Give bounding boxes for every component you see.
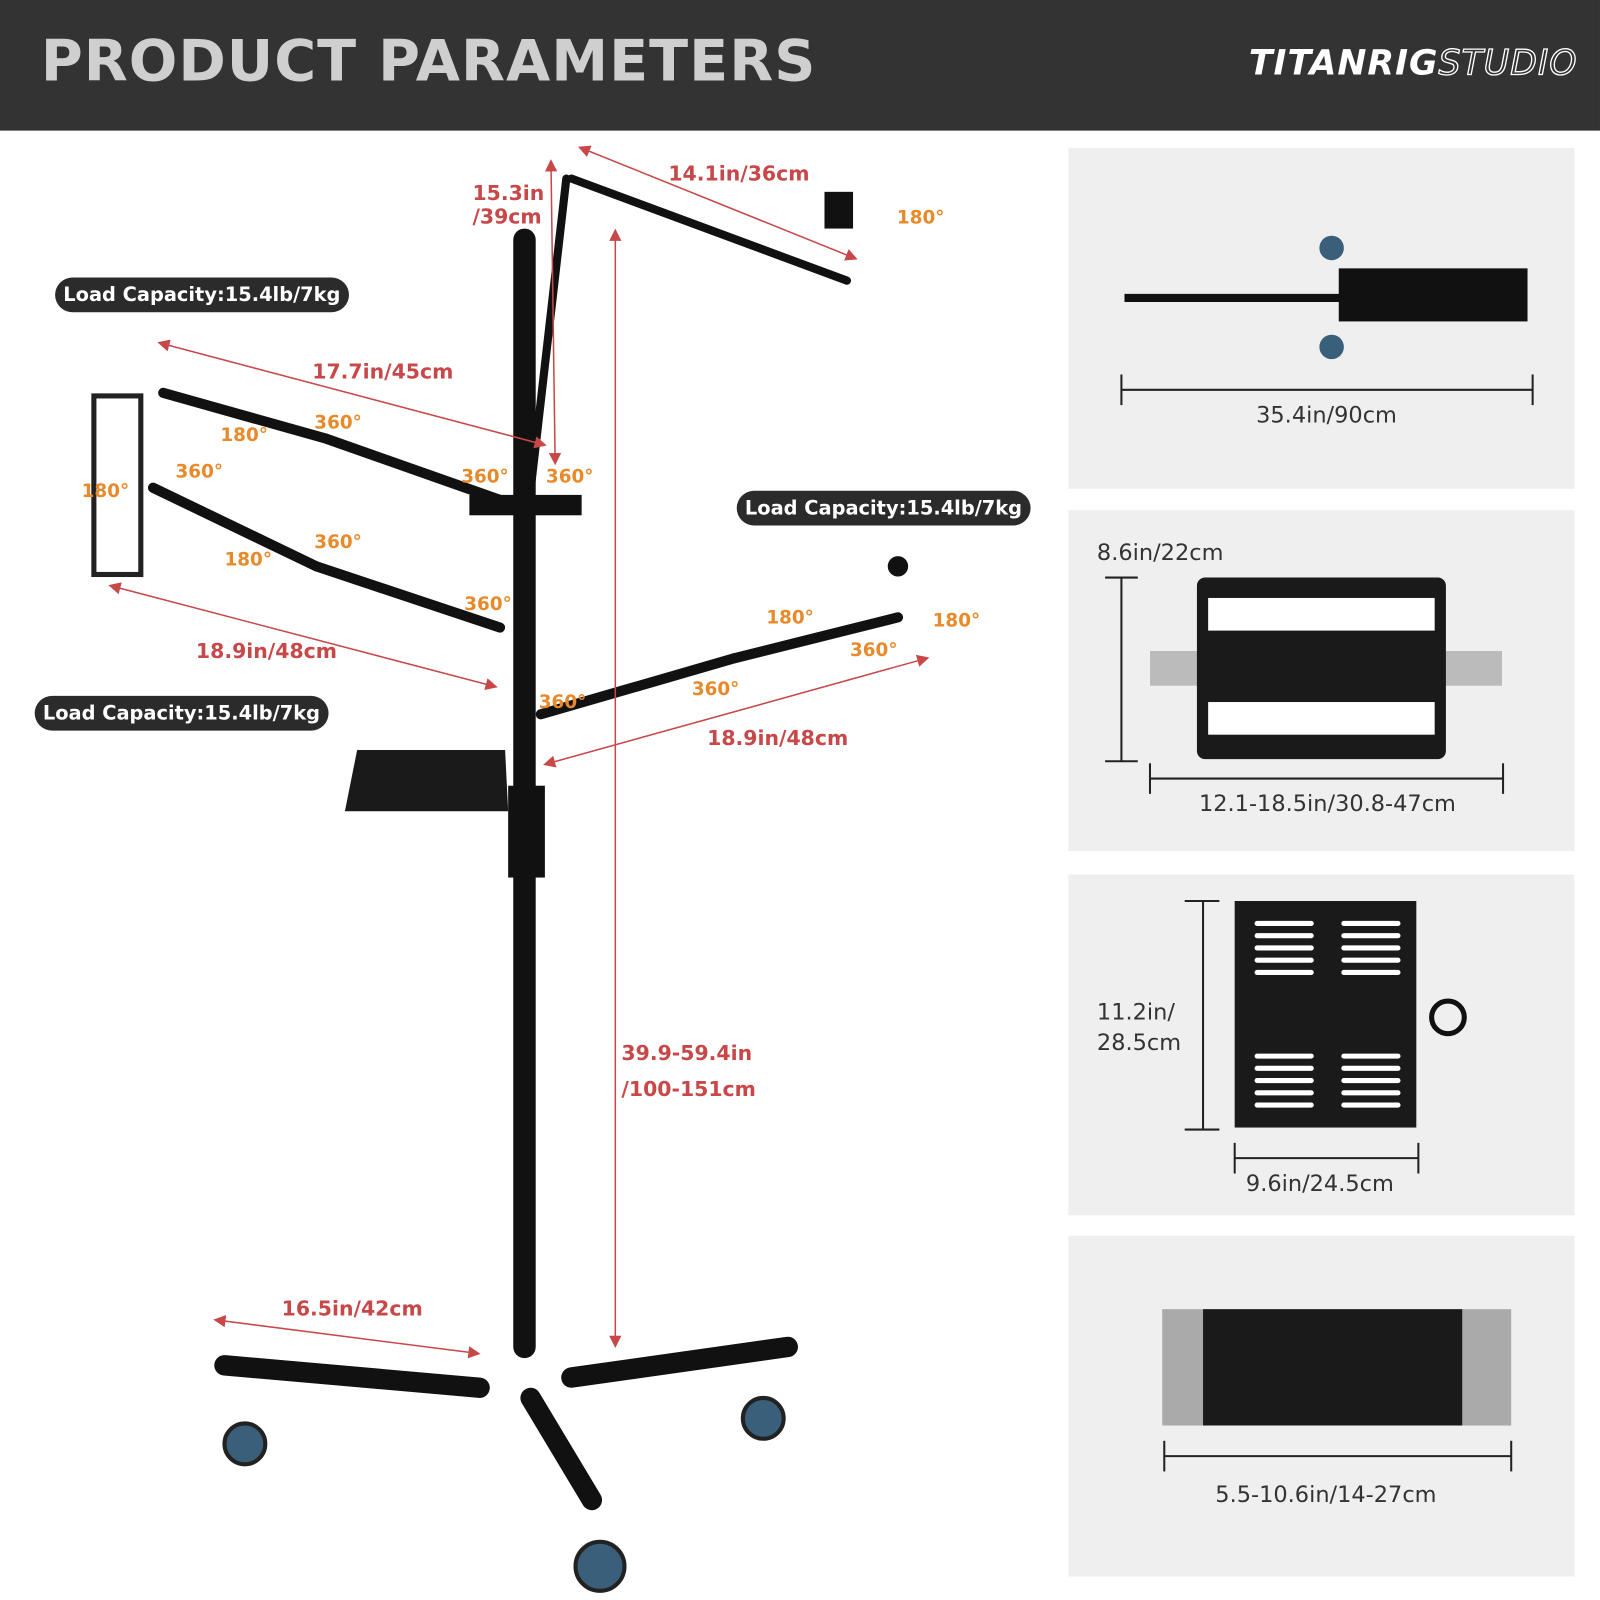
- rotation-angle-label: 360°: [538, 691, 587, 714]
- brand-logo-outline: STUDIO: [1438, 42, 1578, 84]
- holder-width-label: 12.1-18.5in/30.8-47cm: [1198, 791, 1456, 818]
- ball-head: [887, 556, 909, 577]
- panel-folded-length: 35.4in/90cm: [1068, 147, 1575, 489]
- dimension-line-upper-arm: [157, 339, 547, 449]
- dimension-lower-arm: 18.9in/48cm: [195, 638, 338, 664]
- caster-wheel: [740, 1395, 786, 1441]
- dimension-line-lower-arm: [108, 582, 498, 691]
- phone-clamp: [824, 191, 854, 229]
- tablet-holder: [91, 393, 144, 578]
- tray-height-label-metric: 28.5cm: [1096, 1030, 1182, 1057]
- dimension-boom-length: 14.1in/36cm: [668, 161, 810, 186]
- rotation-angle-label: 360°: [314, 412, 362, 434]
- dimension-line-base: [213, 1315, 481, 1359]
- rotation-angle-label: 360°: [849, 639, 898, 662]
- rotation-angle-label: 360°: [691, 678, 740, 700]
- brand-logo-bold: TITANRIG: [1248, 42, 1439, 84]
- laptop-holder-image: [1105, 576, 1505, 794]
- caster-wheel: [222, 1421, 268, 1467]
- tablet-clamp-image: [1162, 1309, 1513, 1472]
- dimension-base: 16.5in/42cm: [281, 1295, 423, 1321]
- dimension-pole-height-metric: /100-151cm: [621, 1076, 756, 1102]
- rotation-angle-label: 180°: [81, 480, 130, 503]
- tablet-clamp-width-label: 5.5-10.6in/14-27cm: [1215, 1482, 1437, 1509]
- caster-wheel: [573, 1539, 627, 1593]
- rotation-angle-label: 180°: [224, 548, 273, 571]
- panel-tablet-clamp: 5.5-10.6in/14-27cm: [1068, 1235, 1575, 1577]
- laptop-tray: [344, 749, 509, 812]
- folded-stand-image: [1120, 235, 1534, 406]
- brand-logo: TITANRIGSTUDIO: [1248, 42, 1578, 84]
- rotation-angle-label: 180°: [932, 610, 981, 632]
- tray-height-label: 11.2in/: [1096, 999, 1175, 1026]
- page-title: PRODUCT PARAMETERS: [40, 28, 817, 95]
- dimension-line-boom-height: [544, 159, 562, 466]
- boom-horizontal: [567, 174, 852, 285]
- header-bar: PRODUCT PARAMETERS TITANRIGSTUDIO: [0, 0, 1600, 131]
- rotation-angle-label: 180°: [896, 207, 945, 229]
- tray-image: [1184, 899, 1467, 1174]
- base-leg-left: [214, 1355, 490, 1398]
- folded-length-label: 35.4in/90cm: [1256, 403, 1397, 429]
- rotation-angle-label: 360°: [461, 466, 509, 488]
- lower-arm-segment-1: [147, 482, 322, 572]
- dimension-right-arm: 18.9in/48cm: [707, 725, 849, 750]
- right-arm-segment-2: [729, 612, 904, 664]
- holder-height-label: 8.6in/22cm: [1096, 540, 1224, 567]
- arm-clamp-top: [469, 494, 582, 516]
- dimension-upper-arm: 17.7in/45cm: [312, 359, 454, 384]
- load-capacity-badge: Load Capacity:15.4lb/7kg: [34, 695, 329, 731]
- panel-laptop-tray-holder: 8.6in/22cm 12.1-18.5in/30.8-47cm: [1068, 510, 1575, 852]
- upper-arm-segment-2: [321, 433, 506, 506]
- rotation-angle-label: 180°: [766, 607, 814, 629]
- rotation-angle-label: 360°: [464, 593, 512, 616]
- base-leg-right: [561, 1336, 798, 1388]
- panel-tray: 11.2in/ 28.5cm 9.6in/24.5cm: [1068, 874, 1575, 1216]
- load-capacity-badge: Load Capacity:15.4lb/7kg: [55, 277, 349, 313]
- rotation-angle-label: 360°: [175, 461, 224, 483]
- dimension-boom-height: 15.3in /39cm: [472, 180, 545, 229]
- rotation-angle-label: 180°: [220, 424, 268, 446]
- rotation-angle-label: 360°: [545, 466, 594, 488]
- rotation-angle-label: 360°: [314, 531, 362, 554]
- dimension-line-boom-length: [577, 145, 858, 261]
- pole-clamp: [508, 785, 545, 878]
- load-capacity-badge: Load Capacity:15.4lb/7kg: [736, 490, 1031, 526]
- stand-illustration: [91, 145, 930, 1593]
- dimension-pole-height: 39.9-59.4in: [621, 1040, 753, 1066]
- base-leg-front: [520, 1387, 603, 1511]
- tray-width-label: 9.6in/24.5cm: [1245, 1171, 1394, 1197]
